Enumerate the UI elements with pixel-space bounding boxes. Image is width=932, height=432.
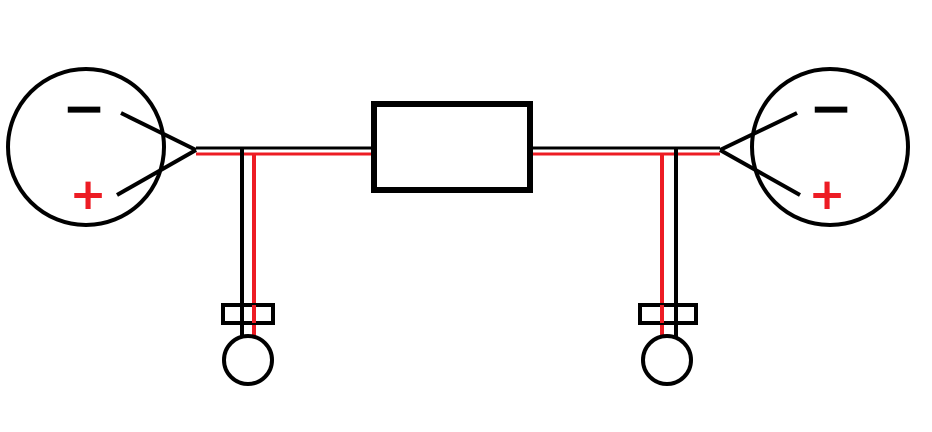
- right-plus-symbol: +: [809, 169, 846, 220]
- right-terminal-circle: [750, 67, 910, 227]
- main-wire-left: [196, 146, 374, 156]
- center-box: [371, 101, 533, 193]
- left-connector: [221, 303, 275, 386]
- right-terminal: − +: [719, 67, 910, 227]
- left-clip: [221, 303, 275, 325]
- left-ring-connector: [222, 334, 274, 386]
- left-plus-symbol: +: [70, 169, 107, 220]
- left-terminal: − +: [6, 67, 197, 227]
- right-connector: [638, 303, 698, 386]
- left-terminal-circle: [6, 67, 166, 227]
- right-ring-connector: [641, 334, 693, 386]
- left-plus-lead: [116, 148, 197, 197]
- right-clip: [638, 303, 698, 325]
- main-wire-right: [530, 146, 720, 156]
- left-minus-lead: [120, 111, 197, 152]
- right-minus-symbol: −: [809, 79, 853, 139]
- right-minus-lead: [719, 111, 798, 152]
- right-plus-lead: [719, 148, 801, 197]
- left-minus-symbol: −: [62, 79, 106, 139]
